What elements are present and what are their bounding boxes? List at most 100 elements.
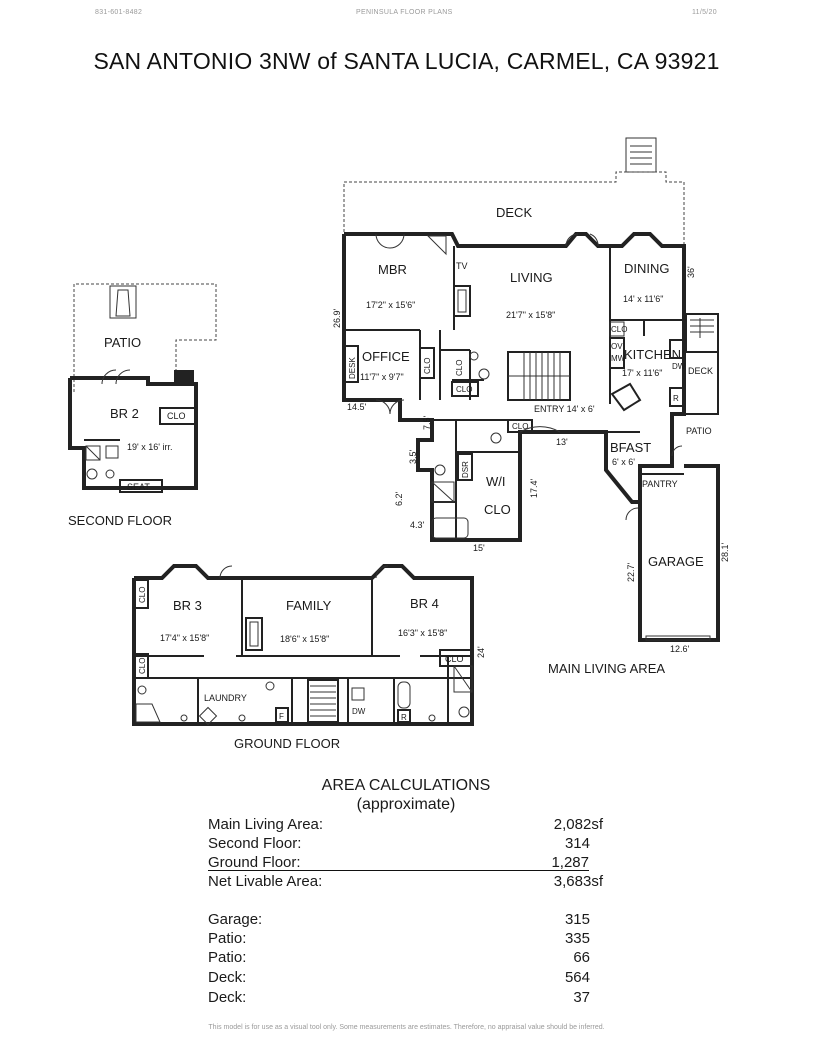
plan-label: 22.7': [626, 562, 636, 582]
plan-label: 36': [686, 266, 696, 278]
plan-label: 3.5': [408, 449, 418, 464]
ground-floor-plan: CLO CLO BR 3 17'4" x 15'8" FAMILY 18'6" …: [132, 564, 486, 751]
family-fireplace: [245, 617, 263, 651]
br2-door: [101, 369, 131, 385]
br3-dims: 17'4" x 15'8": [160, 633, 209, 643]
plan-label: 4.3': [410, 520, 425, 530]
plan-label: CLO: [455, 360, 464, 376]
side-patio-label: PATIO: [686, 426, 712, 436]
mbr-dims: 17'2" x 15'6": [366, 300, 415, 310]
garage-walls: [638, 464, 720, 642]
main-floor-label: MAIN LIVING AREA: [548, 661, 665, 676]
br4-label: BR 4: [410, 596, 439, 611]
bfast-label: BFAST: [610, 440, 651, 455]
garage-label: GARAGE: [648, 554, 704, 569]
plan-label: SEAT: [127, 482, 150, 492]
stair-block: [174, 370, 194, 384]
plan-label: 17.4': [529, 478, 539, 498]
wi-clo-label: CLO: [484, 502, 511, 517]
area-row: Main Living Area: 2,082sf: [208, 816, 603, 833]
main-outer-walls: [342, 232, 686, 542]
floor-plan-drawing: .wall{fill:none;stroke:#222;stroke-width…: [68, 137, 730, 751]
office-dims: 11'7" x 9'7": [360, 372, 404, 382]
plan-label: CLO: [167, 411, 186, 421]
plan-label: 14.5': [347, 402, 367, 412]
mbr-corner-fireplace: [426, 235, 447, 256]
main-chimney: [625, 137, 657, 173]
plan-label: 7.5': [422, 415, 432, 430]
plan-label: 26.9': [332, 308, 342, 328]
kitchen-island: [610, 382, 642, 412]
plan-label: OV: [611, 342, 623, 351]
br2-dims: 19' x 16' irr.: [127, 442, 172, 452]
plan-label: DW: [672, 362, 686, 371]
plan-label: 13': [556, 437, 568, 447]
tv-label: TV: [456, 261, 468, 271]
second-floor-plan: PATIO BR 2 19' x 16' irr. CLO SEAT SECON…: [68, 283, 217, 528]
br4-dims: 16'3" x 15'8": [398, 628, 447, 638]
dining-dims: 14' x 11'6": [623, 294, 664, 304]
kitchen-label: KITCHEN: [624, 347, 681, 362]
area-row: Patio: 66: [208, 949, 590, 966]
plan-label: CLO: [423, 358, 432, 374]
br2-label: BR 2: [110, 406, 139, 421]
entry-label: ENTRY 14' x 6': [534, 404, 595, 414]
dining-label: DINING: [624, 261, 670, 276]
pantry-label: PANTRY: [642, 479, 678, 489]
plan-label: 24': [476, 646, 486, 658]
br2-walls: [68, 376, 198, 490]
header-phone: 831-601-8482: [95, 9, 143, 16]
page-title: SAN ANTONIO 3NW of SANTA LUCIA, CARMEL, …: [93, 48, 720, 74]
br3-label: BR 3: [173, 598, 202, 613]
area-subheading: (approximate): [356, 796, 456, 813]
ground-floor-label: GROUND FLOOR: [234, 736, 340, 751]
bathtub: [431, 517, 469, 539]
header-date: 11/5/20: [692, 9, 717, 16]
area-row: Garage: 315: [208, 911, 590, 928]
area-row: Net Livable Area: 3,683sf: [208, 873, 603, 890]
wi-label: W/I: [486, 474, 506, 489]
kitchen-dims: 17' x 11'6": [622, 368, 663, 378]
area-row: Ground Floor: 1,287: [208, 854, 589, 871]
office-label: OFFICE: [362, 349, 410, 364]
living-dims: 21'7" x 15'8": [506, 310, 555, 320]
ground-stairs: [307, 679, 339, 723]
area-row: Patio: 335: [208, 930, 590, 947]
second-floor-label: SECOND FLOOR: [68, 513, 172, 528]
plan-label: R: [401, 713, 407, 722]
side-deck-label: DECK: [688, 366, 713, 376]
mbr-label: MBR: [378, 262, 407, 277]
header-company: PENINSULA FLOOR PLANS: [356, 9, 453, 16]
area-row: Deck: 564: [208, 969, 590, 986]
area-row: Deck: 37: [208, 989, 590, 1006]
deck-outline: [343, 171, 685, 246]
disclaimer: This model is for use as a visual tool o…: [208, 1024, 605, 1031]
chimney: [109, 285, 137, 319]
plan-label: MW: [611, 354, 626, 363]
living-label: LIVING: [510, 270, 553, 285]
patio-outline: [73, 283, 217, 392]
main-stairs: [507, 351, 571, 401]
plan-label: CLO: [456, 385, 472, 394]
plan-label: DSR: [461, 461, 470, 478]
br2-closet: [159, 407, 197, 425]
plan-label: 15': [473, 543, 485, 553]
laundry-label: LAUNDRY: [204, 693, 247, 703]
plan-label: CLO: [512, 422, 528, 431]
plan-label: DESK: [348, 357, 357, 379]
area-row: Second Floor: 314: [208, 835, 590, 852]
ground-outer-walls: [132, 564, 474, 726]
deck-label: DECK: [496, 205, 532, 220]
plan-label: CLO: [445, 654, 464, 664]
patio-label: PATIO: [104, 335, 141, 350]
plan-label: CLO: [138, 587, 147, 603]
living-fireplace: [453, 285, 471, 317]
plan-label: F: [279, 712, 284, 721]
family-label: FAMILY: [286, 598, 332, 613]
area-heading: AREA CALCULATIONS: [321, 777, 491, 794]
plan-label: CLO: [138, 658, 147, 674]
seat: [119, 479, 163, 493]
family-dims: 18'6" x 15'8": [280, 634, 329, 644]
plan-label: CLO: [611, 325, 627, 334]
plan-label: R: [673, 394, 679, 403]
